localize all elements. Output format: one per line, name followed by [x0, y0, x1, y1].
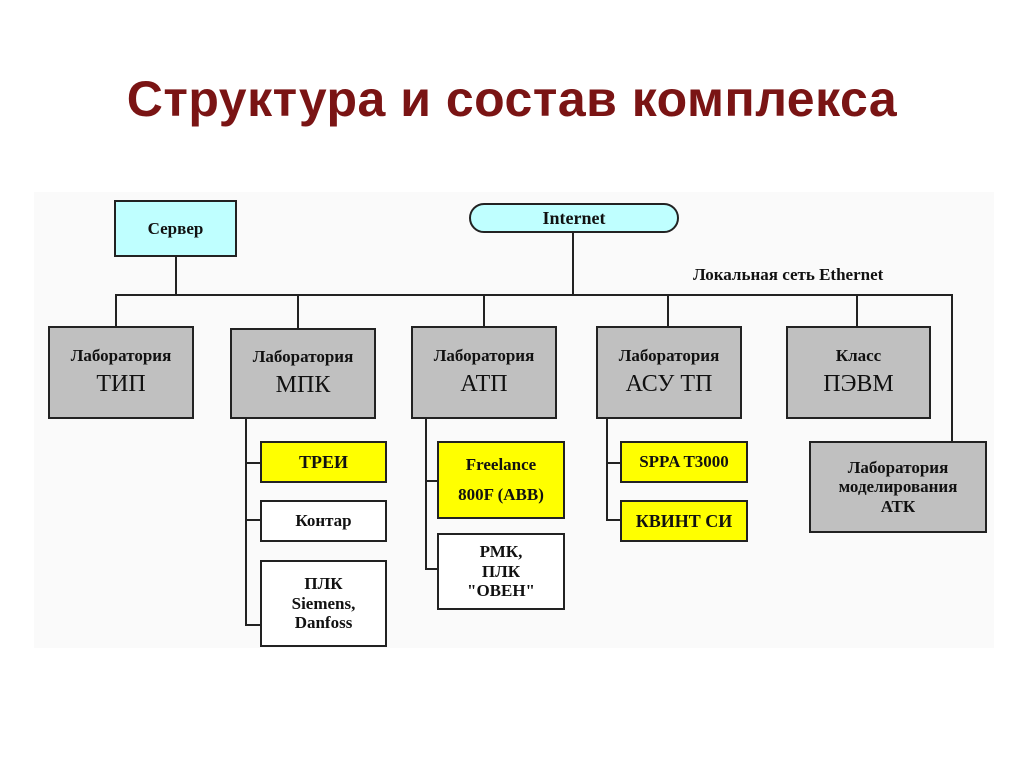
lab-tip-line2: ТИП	[96, 371, 146, 398]
lab-mpk: Лаборатория МПК	[230, 328, 376, 419]
lab-mpk-line2: МПК	[275, 372, 331, 399]
asutp-item-kvint: КВИНТ СИ	[620, 500, 748, 542]
atp-item-freelance-line2: 800F (ABB)	[458, 485, 544, 504]
drop-pevm	[856, 294, 858, 326]
asutp-tree-branch	[606, 462, 621, 464]
atp-item-freelance-line1: Freelance	[465, 455, 537, 475]
mpk-tree-trunk	[245, 418, 247, 626]
lab-atp-line1: Лаборатория	[433, 345, 535, 365]
server-node: Сервер	[114, 200, 237, 257]
drop-mpk	[297, 294, 299, 328]
class-pevm: Класс ПЭВМ	[786, 326, 931, 419]
asutp-item-sppa: SPPA T3000	[620, 441, 748, 483]
class-pevm-line2: ПЭВМ	[823, 371, 894, 398]
lab-tip-line1: Лаборатория	[70, 345, 172, 365]
class-pevm-line1: Класс	[835, 345, 882, 365]
mpk-item-trei-label: ТРЕИ	[298, 451, 348, 472]
lab-modeling-line2: моделирования	[838, 477, 958, 497]
atp-tree-trunk	[425, 418, 427, 570]
lan-bus	[115, 294, 953, 296]
atp-tree-branch	[425, 568, 438, 570]
atp-item-rmk-line3: "ОВЕН"	[467, 581, 535, 601]
mpk-item-kontar: Контар	[260, 500, 387, 542]
lan-label: Локальная сеть Ethernet	[693, 265, 884, 284]
mpk-tree-branch	[245, 519, 261, 521]
drop-modeling	[951, 294, 953, 442]
mpk-item-plc-line2: Siemens,	[291, 593, 356, 613]
mpk-tree-branch	[245, 624, 261, 626]
atp-item-rmk: РМК, ПЛК "ОВЕН"	[437, 533, 565, 610]
lab-tip: Лаборатория ТИП	[48, 326, 194, 419]
drop-asutp	[667, 294, 669, 326]
lab-modeling: Лаборатория моделирования АТК	[809, 441, 987, 533]
mpk-item-kontar-label: Контар	[295, 511, 352, 531]
internet-connector	[572, 232, 574, 296]
drop-atp	[483, 294, 485, 326]
lab-asutp: Лаборатория АСУ ТП	[596, 326, 742, 419]
atp-item-rmk-line1: РМК,	[479, 542, 523, 562]
atp-tree-branch	[425, 480, 438, 482]
atp-item-rmk-line2: ПЛК	[481, 561, 521, 581]
asutp-item-sppa-label: SPPA T3000	[639, 452, 729, 472]
mpk-item-plc-line1: ПЛК	[304, 574, 343, 594]
internet-label: Internet	[542, 207, 606, 228]
asutp-item-kvint-label: КВИНТ СИ	[635, 510, 733, 531]
server-connector	[175, 256, 177, 296]
mpk-item-trei: ТРЕИ	[260, 441, 387, 483]
atp-item-freelance: Freelance 800F (ABB)	[437, 441, 565, 519]
asutp-tree-branch	[606, 519, 621, 521]
lab-mpk-line1: Лаборатория	[252, 346, 354, 366]
lab-atp-line2: АТП	[460, 371, 508, 398]
mpk-item-plc: ПЛК Siemens, Danfoss	[260, 560, 387, 647]
lab-asutp-line1: Лаборатория	[618, 345, 720, 365]
asutp-tree-trunk	[606, 418, 608, 521]
internet-node: Internet	[469, 203, 679, 233]
lab-atp: Лаборатория АТП	[411, 326, 557, 419]
mpk-item-plc-line3: Danfoss	[294, 613, 353, 633]
lab-modeling-line1: Лаборатория	[847, 457, 949, 477]
page-title: Структура и состав комплекса	[126, 71, 898, 127]
lab-asutp-line2: АСУ ТП	[625, 371, 713, 398]
lab-modeling-line3: АТК	[880, 496, 916, 516]
drop-tip	[115, 294, 117, 326]
mpk-tree-branch	[245, 462, 261, 464]
server-label: Сервер	[147, 218, 204, 238]
